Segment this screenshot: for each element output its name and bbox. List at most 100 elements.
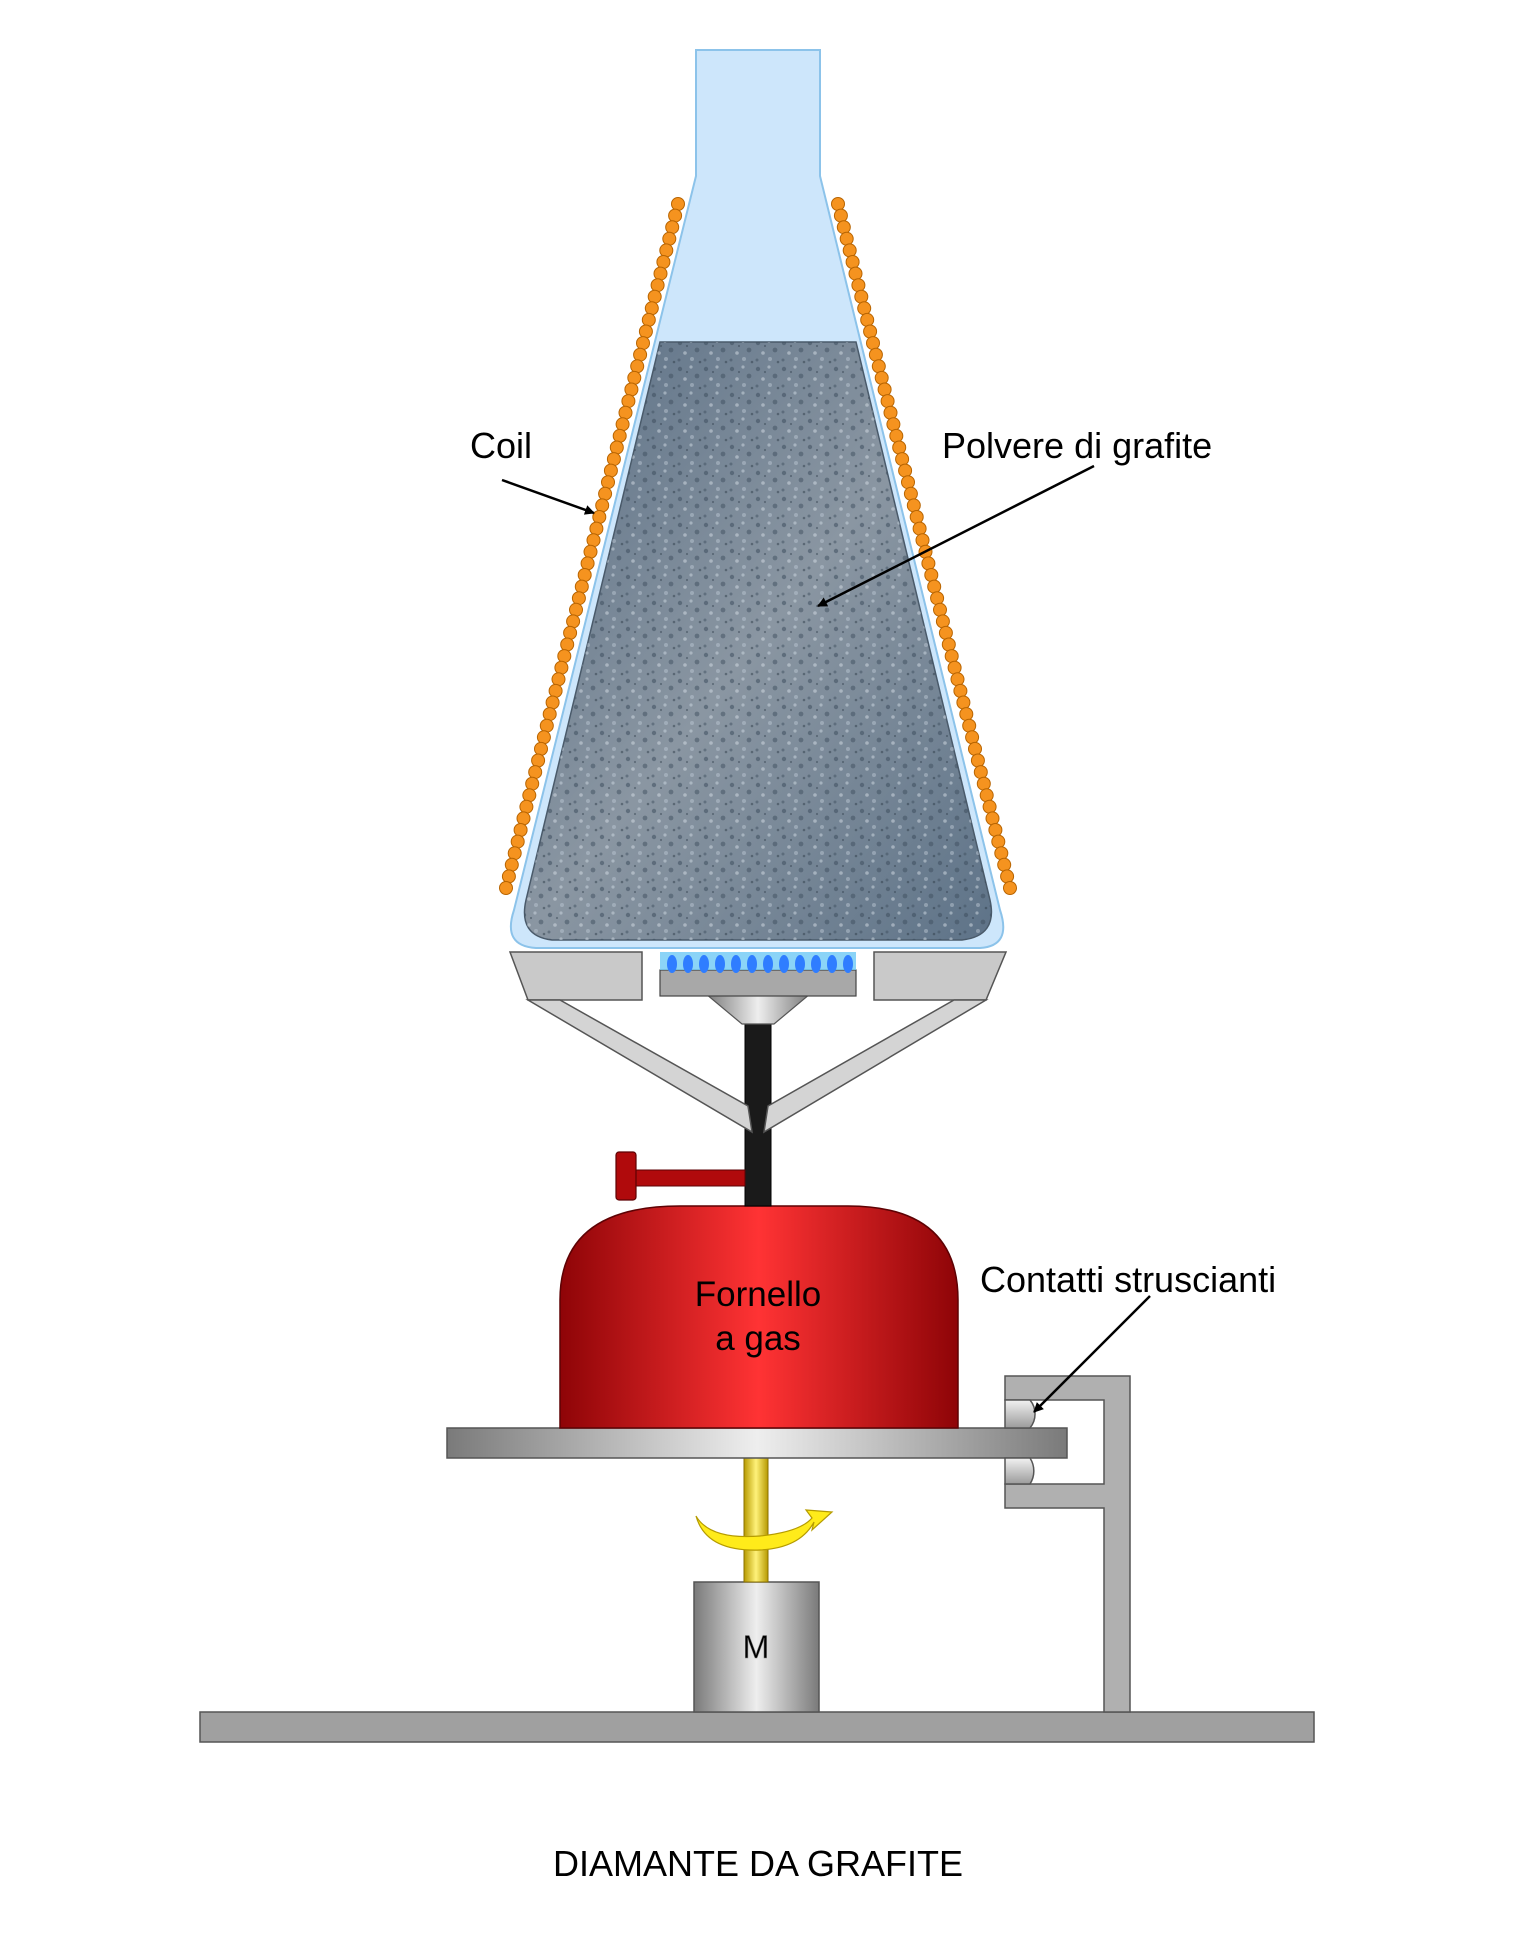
coil-turn bbox=[589, 521, 604, 536]
base-plate bbox=[199, 1711, 1315, 1743]
coil-turn bbox=[548, 683, 563, 698]
coil-turn bbox=[883, 405, 898, 420]
coil-turn bbox=[997, 857, 1012, 872]
coil-turn bbox=[857, 301, 872, 316]
coil-turn bbox=[569, 602, 583, 617]
coil-turn bbox=[574, 579, 589, 594]
coil-turn bbox=[845, 255, 860, 269]
gas-flames bbox=[667, 955, 853, 973]
coil-turn bbox=[906, 498, 921, 513]
coil-turn bbox=[833, 208, 848, 223]
coil-turn bbox=[636, 336, 650, 351]
induction-coil-left bbox=[499, 197, 685, 895]
coil-turn bbox=[501, 869, 516, 884]
coil-turn bbox=[956, 695, 971, 710]
coil-turn bbox=[871, 359, 886, 374]
coil-turn bbox=[662, 231, 677, 246]
upper-contact bbox=[1004, 1399, 1036, 1429]
coil-turn bbox=[551, 672, 566, 687]
coil-turn bbox=[915, 533, 930, 548]
coil-turn bbox=[595, 498, 610, 513]
coil-turn bbox=[935, 614, 950, 629]
coil-pointer-arrow bbox=[501, 478, 595, 515]
coil-turn bbox=[901, 475, 915, 490]
coil-turn bbox=[863, 324, 878, 339]
coil-turn bbox=[522, 788, 537, 803]
coil-turn bbox=[836, 220, 851, 235]
coil-turn bbox=[598, 486, 613, 501]
gas-valve-knob[interactable] bbox=[615, 1151, 746, 1201]
coil-turn bbox=[539, 718, 554, 733]
gas-stove-body bbox=[559, 1205, 959, 1429]
coil-turn bbox=[941, 637, 956, 652]
coil-turn bbox=[586, 533, 601, 548]
coil-turn bbox=[877, 382, 892, 397]
coil-turn bbox=[930, 591, 945, 606]
coil-turn bbox=[542, 707, 557, 722]
coil-turn bbox=[968, 741, 982, 756]
coil-turn bbox=[892, 440, 907, 455]
stove-label-line2: a gas bbox=[715, 1319, 801, 1358]
coil-turn bbox=[665, 220, 680, 235]
coil-turn bbox=[933, 602, 947, 617]
burner-head bbox=[659, 952, 857, 1025]
coil-turn bbox=[860, 312, 875, 327]
coil-turn bbox=[973, 765, 988, 780]
coil-turn bbox=[889, 428, 904, 443]
coil-turn bbox=[991, 834, 1006, 849]
coil-turn bbox=[638, 324, 653, 339]
coil-turn bbox=[612, 428, 627, 443]
coil-turn bbox=[924, 568, 939, 582]
coil-turn bbox=[950, 672, 965, 687]
coil-turn bbox=[554, 660, 569, 675]
coil-turn bbox=[627, 370, 642, 385]
coil-turn bbox=[912, 521, 927, 536]
coil-turn bbox=[965, 730, 980, 745]
coil-turn bbox=[545, 695, 560, 710]
coil-turn bbox=[528, 765, 543, 780]
coil-turn bbox=[994, 846, 1009, 861]
coil-turn bbox=[671, 197, 685, 211]
coil-turn bbox=[560, 637, 575, 652]
coil-turn bbox=[831, 197, 845, 211]
coil-turn bbox=[982, 799, 997, 814]
coil-turn bbox=[880, 394, 895, 409]
coil-turn bbox=[985, 811, 1000, 826]
coil-turn bbox=[504, 857, 519, 872]
coil-turn bbox=[644, 301, 659, 316]
coil-turn bbox=[851, 278, 866, 293]
coil-turn bbox=[921, 556, 936, 571]
coil-turn bbox=[668, 208, 683, 223]
motor bbox=[693, 1581, 820, 1713]
coil-turn bbox=[603, 463, 618, 478]
coil-turn bbox=[903, 486, 918, 501]
rotation-arrow-icon bbox=[695, 1509, 834, 1551]
stove-label-line1: Fornello bbox=[695, 1275, 821, 1314]
coil-turn bbox=[647, 289, 662, 304]
coil-turn bbox=[525, 776, 540, 791]
powder-label: Polvere di grafite bbox=[942, 425, 1212, 466]
coil-turn bbox=[601, 475, 615, 490]
coil-turn bbox=[583, 544, 598, 559]
coil-turn bbox=[898, 463, 913, 478]
coil-turn bbox=[534, 741, 548, 756]
coil-turn bbox=[618, 405, 633, 420]
coil-turn bbox=[868, 347, 883, 362]
coil-turn bbox=[842, 243, 857, 258]
coil-turn bbox=[615, 417, 630, 432]
rotation-shaft bbox=[743, 1457, 769, 1583]
coil-turn bbox=[536, 730, 551, 745]
lower-contact bbox=[1004, 1457, 1035, 1485]
coil-turn bbox=[1000, 869, 1015, 884]
coil-turn bbox=[566, 614, 581, 629]
coil-turn bbox=[953, 683, 968, 698]
coil-turn bbox=[979, 788, 994, 803]
coil-turn bbox=[854, 289, 869, 304]
induction-coil-right bbox=[831, 197, 1017, 895]
powder-pointer-arrow bbox=[817, 464, 1095, 608]
coil-turn bbox=[499, 881, 513, 895]
coil-turn bbox=[656, 255, 671, 269]
coil-turn bbox=[531, 753, 546, 768]
coil-turn bbox=[641, 312, 656, 327]
coil-turn bbox=[959, 707, 974, 722]
